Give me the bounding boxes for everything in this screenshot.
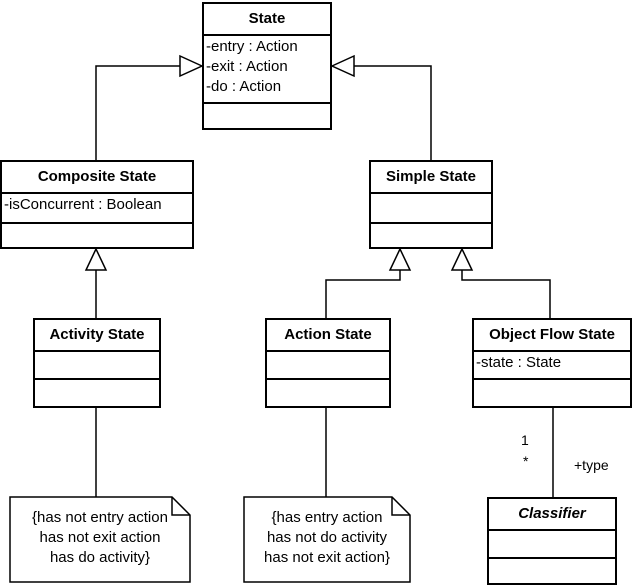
note-activity: {has not entry action has not exit actio… [10,508,190,568]
note-activity-line-1: {has not entry action [32,509,168,526]
class-classifier-name: Classifier [489,499,615,531]
note-shape-activity [9,496,191,583]
class-state-name: State [204,4,330,36]
class-classifier-attributes [489,531,615,559]
note-activity-line-3: has do activity} [49,549,151,566]
attribute-isconcurrent: -isConcurrent : Boolean [4,196,162,213]
generalization-arrowhead-state-left [179,54,204,78]
generalization-arrowhead-composite [84,247,108,271]
multiplicity-one: 1 [521,432,529,448]
note-activity-line-2: has not exit action [39,529,161,546]
generalization-objectflow-to-simple [461,270,551,318]
generalization-simple-to-state [354,65,432,160]
attribute-entry: -entry : Action [206,38,298,55]
class-composite-state-name: Composite State [2,162,192,194]
class-activity-state[interactable]: Activity State [33,318,161,408]
class-state[interactable]: State -entry : Action -exit : Action -do… [202,2,332,130]
attribute-do: -do : Action [206,78,282,95]
class-activity-state-name: Activity State [35,320,159,352]
note-action-line-1: {has entry action [271,509,383,526]
class-composite-state-attributes: -isConcurrent : Boolean [2,194,192,224]
class-simple-state[interactable]: Simple State [369,160,493,249]
note-action-line-2: has not do activity [266,529,388,546]
generalization-action-to-simple [325,270,401,318]
class-action-state[interactable]: Action State [265,318,391,408]
class-simple-state-attributes [371,194,491,224]
class-composite-state[interactable]: Composite State -isConcurrent : Boolean [0,160,194,249]
role-type: +type [574,457,609,473]
generalization-composite-to-state [95,65,180,160]
generalization-arrowhead-simple-right [450,247,474,271]
note-action: {has entry action has not do activity ha… [244,508,410,568]
multiplicity-many: * [523,453,529,469]
class-simple-state-name: Simple State [371,162,491,194]
class-action-state-attributes [267,352,389,380]
note-action-line-3: has not exit action} [264,549,390,566]
class-object-flow-state[interactable]: Object Flow State -state : State [472,318,632,408]
generalization-arrowhead-simple-left [388,247,412,271]
class-action-state-name: Action State [267,320,389,352]
generalization-arrowhead-state-right [330,54,355,78]
class-object-flow-state-name: Object Flow State [474,320,630,352]
class-activity-state-attributes [35,352,159,380]
note-fold-action [391,497,410,516]
note-shape-action [243,496,411,583]
class-classifier[interactable]: Classifier [487,497,617,585]
note-fold-activity [171,497,190,516]
attribute-exit: -exit : Action [206,58,288,75]
attribute-state: -state : State [476,354,562,371]
class-object-flow-state-attributes: -state : State [474,352,630,380]
class-state-attributes: -entry : Action -exit : Action -do : Act… [204,36,330,104]
